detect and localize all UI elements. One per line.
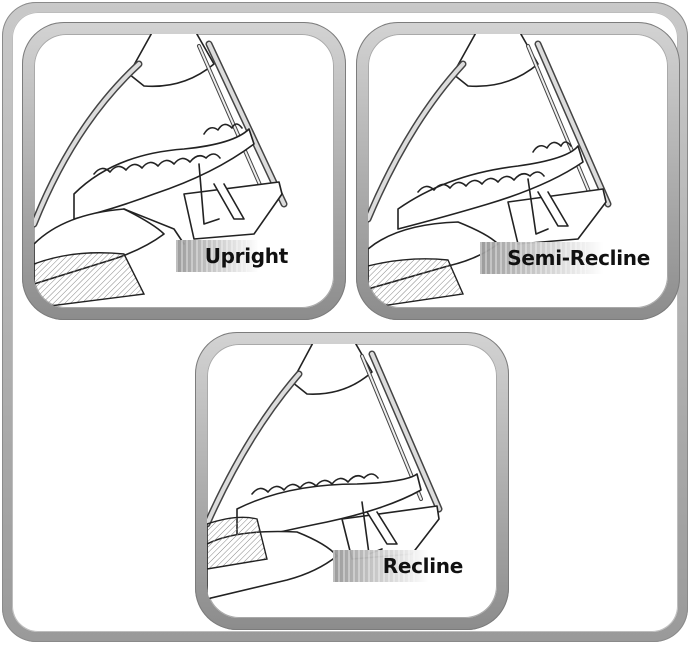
label-semi-recline: Semi-Recline bbox=[480, 242, 656, 274]
panel-upright: Upright bbox=[22, 22, 346, 320]
label-semi-recline-text: Semi-Recline bbox=[507, 246, 650, 270]
label-upright: Upright bbox=[176, 240, 294, 272]
panel-recline: Recline bbox=[195, 332, 509, 630]
panel-upright-illustration: Upright bbox=[34, 34, 334, 308]
panel-semi-recline: Semi-Recline bbox=[356, 22, 680, 320]
label-recline-text: Recline bbox=[383, 554, 463, 578]
panel-semi-recline-illustration: Semi-Recline bbox=[368, 34, 668, 308]
panel-recline-illustration: Recline bbox=[207, 344, 497, 618]
label-upright-text: Upright bbox=[205, 244, 288, 268]
label-recline: Recline bbox=[333, 550, 469, 582]
